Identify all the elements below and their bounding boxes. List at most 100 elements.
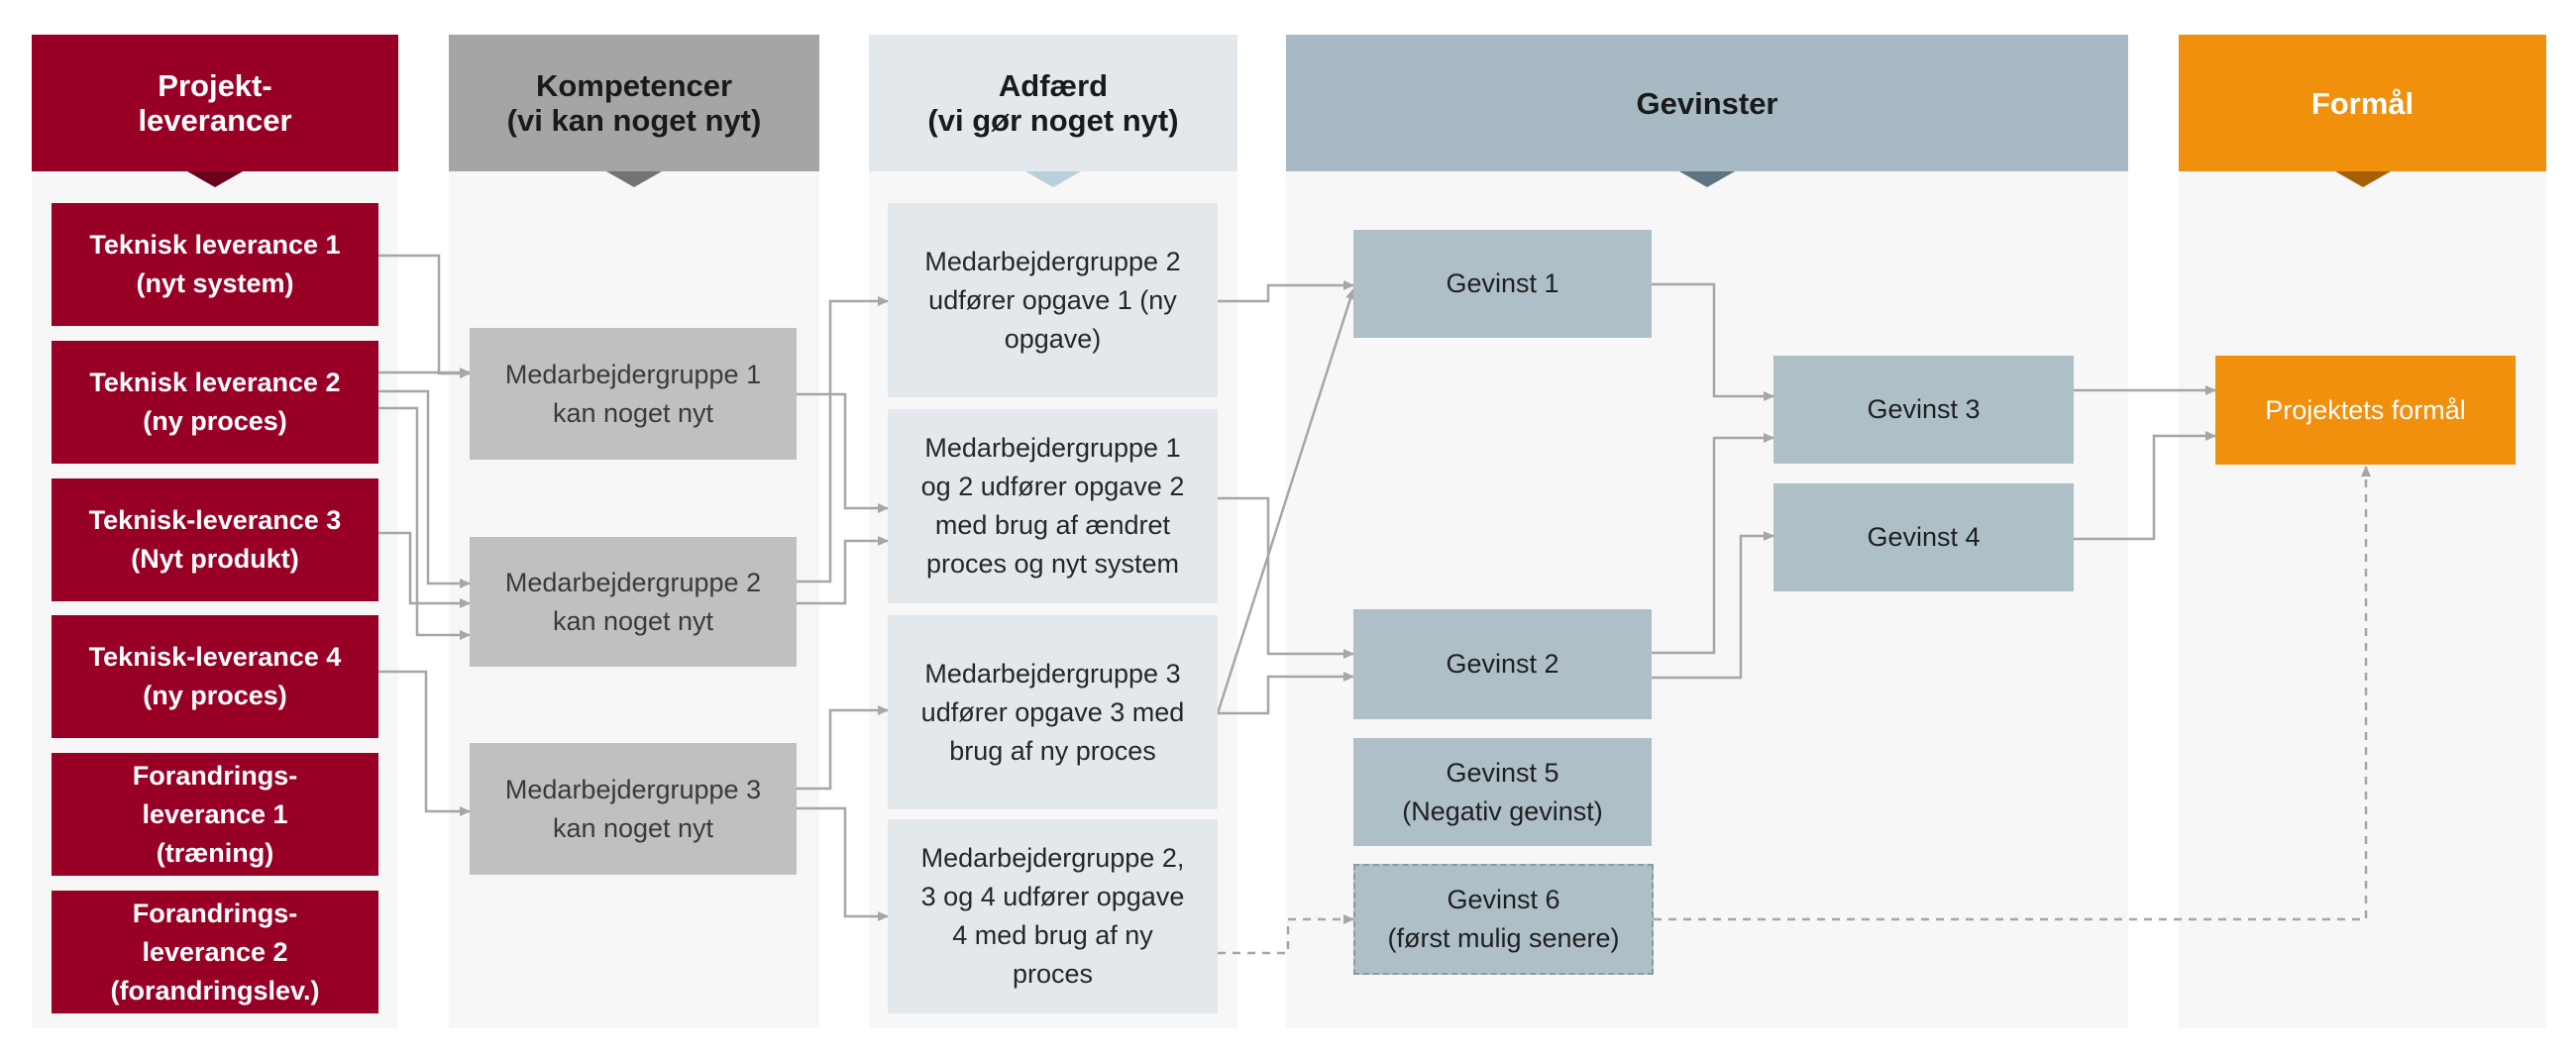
leverance-box: Teknisk-leverance 4 (ny proces) bbox=[52, 615, 378, 738]
box-line: 4 med brug af ny bbox=[952, 920, 1153, 950]
header-line: leverancer bbox=[138, 103, 292, 138]
header-gevinster: Gevinster bbox=[1286, 35, 2128, 171]
box-line: Teknisk leverance 1 bbox=[89, 230, 341, 260]
connector-arrow bbox=[1218, 496, 1354, 659]
adfaerd-box: Medarbejdergruppe 3 udfører opgave 3 med… bbox=[888, 615, 1218, 809]
header-projektleverancer: Projekt- leverancer bbox=[32, 35, 398, 171]
box-line: Forandrings- bbox=[132, 898, 298, 928]
box-line: med brug af ændret bbox=[934, 510, 1171, 540]
header-line: Adfærd bbox=[998, 68, 1109, 103]
header-pointer bbox=[606, 171, 662, 187]
box-line: leverance 1 bbox=[142, 798, 288, 829]
leverance-box: Forandrings- leverance 2 (forandringslev… bbox=[52, 891, 378, 1013]
gevinst-1-box: Gevinst 1 bbox=[1353, 230, 1652, 338]
box-line: (ny proces) bbox=[143, 406, 287, 436]
connector-arrow bbox=[378, 531, 471, 608]
box-line: og 2 udfører opgave 2 bbox=[920, 472, 1185, 501]
connector-arrow bbox=[378, 670, 471, 816]
header-line: (vi kan noget nyt) bbox=[506, 103, 762, 138]
box-line: Gevinst 1 bbox=[1446, 268, 1559, 298]
box-line: (Negativ gevinst) bbox=[1402, 795, 1603, 826]
gevinst-6-box: Gevinst 6 (først mulig senere) bbox=[1353, 864, 1654, 975]
header-line: Projekt- bbox=[158, 68, 272, 103]
header-line: Formål bbox=[2310, 85, 2415, 121]
kompetence-box: Medarbejdergruppe 2 kan noget nyt bbox=[470, 537, 797, 667]
box-line: udfører opgave 1 (ny bbox=[928, 284, 1177, 315]
connector-arrow bbox=[797, 392, 889, 513]
box-line: proces bbox=[1012, 959, 1094, 989]
box-line: proces og nyt system bbox=[925, 549, 1180, 579]
box-line: kan noget nyt bbox=[552, 812, 714, 843]
box-line: brug af ny proces bbox=[949, 735, 1156, 766]
box-line: Gevinst 6 bbox=[1447, 885, 1560, 914]
leverance-box: Teknisk-leverance 3 (Nyt produkt) bbox=[52, 478, 378, 601]
connector-arrow bbox=[1218, 280, 1354, 303]
box-line: kan noget nyt bbox=[552, 605, 714, 636]
connector-arrow bbox=[1652, 531, 1774, 680]
connector-arrow bbox=[378, 406, 471, 640]
adfaerd-box: Medarbejdergruppe 2 udfører opgave 1 (ny… bbox=[888, 203, 1218, 397]
box-line: kan noget nyt bbox=[552, 397, 714, 428]
box-line: leverance 2 bbox=[142, 936, 288, 967]
connector-arrow bbox=[797, 536, 889, 605]
kompetence-box: Medarbejdergruppe 1 kan noget nyt bbox=[470, 328, 797, 460]
connector-arrow bbox=[797, 705, 889, 791]
connector-arrow bbox=[1652, 282, 1774, 401]
gevinst-4-box: Gevinst 4 bbox=[1773, 483, 2074, 591]
header-adfaerd: Adfærd (vi gør noget nyt) bbox=[869, 35, 1237, 171]
connector-arrow bbox=[797, 806, 889, 921]
box-line: Gevinst 3 bbox=[1867, 394, 1981, 424]
header-pointer bbox=[1679, 171, 1735, 187]
leverance-box: Forandrings- leverance 1 (træning) bbox=[52, 753, 378, 876]
box-line: Medarbejdergruppe 1 bbox=[504, 359, 762, 389]
box-line: Gevinst 2 bbox=[1446, 649, 1559, 679]
box-line: (Nyt produkt) bbox=[131, 544, 299, 574]
header-formaal: Formål bbox=[2179, 35, 2546, 171]
box-line: Medarbejdergruppe 2 bbox=[924, 246, 1181, 276]
box-line: (træning) bbox=[156, 837, 274, 868]
header-pointer bbox=[1025, 171, 1081, 187]
box-line: Medarbejdergruppe 1 bbox=[924, 433, 1181, 463]
leverance-box: Teknisk leverance 1 (nyt system) bbox=[52, 203, 378, 326]
box-line: udfører opgave 3 med bbox=[920, 696, 1185, 727]
connector-arrow bbox=[2074, 431, 2216, 541]
gevinst-2-box: Gevinst 2 bbox=[1353, 609, 1652, 719]
box-line: Gevinst 5 bbox=[1446, 757, 1559, 788]
box-line: (først mulig senere) bbox=[1387, 923, 1620, 953]
header-line: (vi gør noget nyt) bbox=[927, 103, 1179, 138]
adfaerd-box: Medarbejdergruppe 2, 3 og 4 udfører opga… bbox=[888, 819, 1218, 1013]
kompetence-box: Medarbejdergruppe 3 kan noget nyt bbox=[470, 743, 797, 875]
header-pointer bbox=[187, 171, 243, 187]
connector-dashed-arrow bbox=[1218, 914, 1354, 955]
box-line: (nyt system) bbox=[136, 268, 294, 298]
box-line: Teknisk-leverance 4 bbox=[88, 642, 342, 672]
gevinst-3-box: Gevinst 3 bbox=[1773, 356, 2074, 464]
gevinst-5-box: Gevinst 5 (Negativ gevinst) bbox=[1353, 738, 1652, 846]
adfaerd-box: Medarbejdergruppe 1 og 2 udfører opgave … bbox=[888, 409, 1218, 603]
box-line: Medarbejdergruppe 2, bbox=[920, 843, 1185, 873]
box-line: Projektets formål bbox=[2265, 394, 2466, 425]
box-line: Medarbejdergruppe 3 bbox=[924, 658, 1181, 689]
header-kompetencer: Kompetencer (vi kan noget nyt) bbox=[449, 35, 819, 171]
connector-arrow bbox=[1652, 433, 1774, 655]
box-line: Teknisk leverance 2 bbox=[89, 368, 341, 397]
box-line: (ny proces) bbox=[143, 681, 287, 710]
box-line: opgave) bbox=[1004, 323, 1102, 354]
connector-arrow bbox=[378, 389, 471, 588]
connector-dashed-arrow bbox=[1654, 466, 2371, 921]
box-line: Teknisk-leverance 3 bbox=[88, 505, 342, 535]
header-line: Kompetencer bbox=[535, 68, 733, 103]
header-pointer bbox=[2334, 171, 2391, 187]
connector-arrow bbox=[378, 254, 471, 378]
connector-arrow bbox=[1216, 288, 1355, 714]
header-line: Gevinster bbox=[1636, 85, 1778, 121]
leverance-box: Teknisk leverance 2 (ny proces) bbox=[52, 341, 378, 464]
column-formaal: Formål bbox=[2179, 35, 2546, 1028]
box-line: Medarbejdergruppe 3 bbox=[504, 774, 762, 804]
box-line: (forandringslev.) bbox=[110, 975, 320, 1006]
connector-arrow bbox=[1218, 672, 1354, 715]
box-line: Forandrings- bbox=[132, 760, 298, 791]
connector-arrow bbox=[797, 296, 889, 583]
box-line: Medarbejdergruppe 2 bbox=[504, 567, 762, 597]
